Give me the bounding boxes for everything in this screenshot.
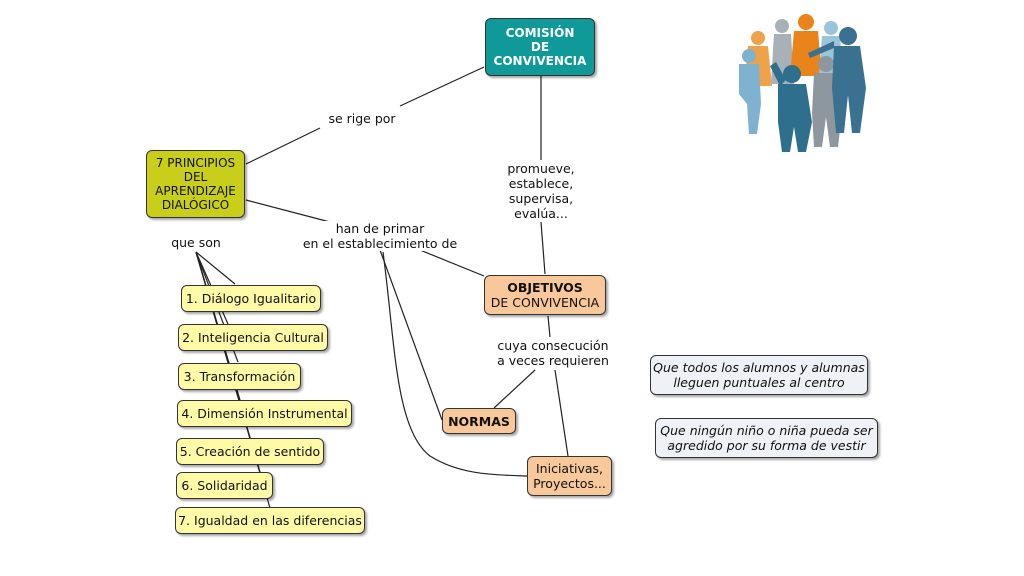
principle-node: 5. Creación de sentido [176, 438, 324, 465]
principle-node: 4. Dimensión Instrumental [177, 400, 352, 427]
principle-label: 4. Dimensión Instrumental [181, 406, 348, 421]
principios-node: 7 PRINCIPIOS DEL APRENDIZAJE DIALÓGICO [146, 150, 245, 218]
principios-label: 7 PRINCIPIOS DEL APRENDIZAJE DIALÓGICO [155, 156, 236, 212]
normas-node: NORMAS [442, 408, 516, 434]
example-text: Que todos los alumnos y alumnas lleguen … [653, 360, 865, 390]
principle-node: 2. Inteligencia Cultural [178, 324, 328, 351]
example-box: Que ningún niño o niña pueda ser agredid… [655, 418, 878, 458]
link-label-promueve: promueve, establece, supervisa, evalúa..… [496, 161, 586, 221]
link-label-cuya-consecucion: cuya consecución a veces requieren [494, 338, 612, 368]
objetivos-title: OBJETIVOS [507, 280, 583, 295]
link-label-se-rige-por: se rige por [324, 111, 400, 126]
principle-label: 3. Transformación [183, 369, 296, 384]
objetivos-node: OBJETIVOS DE CONVIVENCIA [484, 275, 606, 315]
comision-label: COMISIÓN DE CONVIVENCIA [493, 26, 587, 68]
link-label-que-son: que son [168, 235, 224, 250]
objetivos-subtitle: DE CONVIVENCIA [490, 295, 600, 310]
normas-label: NORMAS [448, 413, 510, 429]
iniciativas-node: Iniciativas, Proyectos... [527, 456, 612, 496]
principle-node: 3. Transformación [178, 363, 301, 390]
people-group-icon [739, 14, 866, 152]
principle-label: 2. Inteligencia Cultural [182, 330, 324, 345]
principle-label: 7. Igualdad en las diferencias [178, 513, 362, 528]
principle-node: 1. Diálogo Igualitario [181, 285, 321, 312]
principle-label: 6. Solidaridad [181, 478, 268, 493]
comision-node: COMISIÓN DE CONVIVENCIA [485, 18, 595, 76]
example-box: Que todos los alumnos y alumnas lleguen … [650, 355, 868, 395]
example-text: Que ningún niño o niña pueda ser agredid… [660, 423, 873, 453]
principle-label: 1. Diálogo Igualitario [185, 291, 317, 306]
principle-node: 7. Igualdad en las diferencias [175, 507, 365, 534]
link-label-han-de-primar: han de primar en el establecimiento de [300, 221, 460, 251]
principle-node: 6. Solidaridad [176, 472, 273, 499]
iniciativas-label: Iniciativas, Proyectos... [533, 461, 606, 491]
principle-label: 5. Creación de sentido [179, 444, 321, 459]
